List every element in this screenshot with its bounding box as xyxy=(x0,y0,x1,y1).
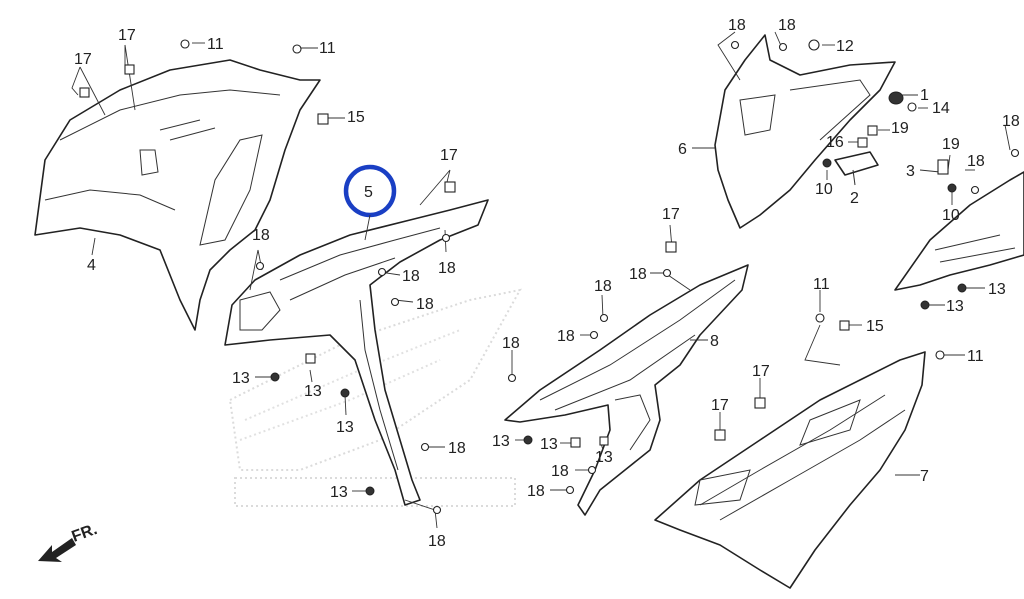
callout-labels: 17 17 11 11 15 4 5 17 18 18 18 18 13 13 … xyxy=(74,17,1020,550)
callout-18[interactable]: 18 xyxy=(778,17,796,34)
callout-10[interactable]: 10 xyxy=(942,207,960,224)
front-direction-arrow: FR. xyxy=(38,521,100,562)
callout-18[interactable]: 18 xyxy=(527,483,545,500)
callout-12[interactable]: 12 xyxy=(836,38,854,55)
part-6-upper-panel[interactable] xyxy=(714,34,896,229)
callout-18[interactable]: 18 xyxy=(428,533,446,550)
callout-11[interactable]: 11 xyxy=(319,40,336,57)
callout-8[interactable]: 8 xyxy=(710,333,719,350)
callout-13[interactable]: 13 xyxy=(946,298,964,315)
part-right-edge-panel[interactable] xyxy=(894,171,1024,291)
callout-13[interactable]: 13 xyxy=(540,436,558,453)
callout-17[interactable]: 17 xyxy=(74,51,92,68)
callout-17[interactable]: 17 xyxy=(752,363,770,380)
callout-1[interactable]: 1 xyxy=(920,87,929,104)
callout-15[interactable]: 15 xyxy=(347,109,365,126)
callout-18[interactable]: 18 xyxy=(448,440,466,457)
callout-18[interactable]: 18 xyxy=(1002,113,1020,130)
callout-13[interactable]: 13 xyxy=(336,419,354,436)
callout-13[interactable]: 13 xyxy=(330,484,348,501)
callout-18[interactable]: 18 xyxy=(416,296,434,313)
front-arrow-label: FR. xyxy=(70,521,100,546)
callout-11[interactable]: 11 xyxy=(813,276,830,293)
callout-11[interactable]: 11 xyxy=(207,36,224,53)
callout-3[interactable]: 3 xyxy=(906,163,915,180)
callout-18[interactable]: 18 xyxy=(402,268,420,285)
callout-18[interactable]: 18 xyxy=(557,328,575,345)
part-8-inner-fairing[interactable] xyxy=(504,264,749,516)
callout-10[interactable]: 10 xyxy=(815,181,833,198)
callout-19[interactable]: 19 xyxy=(942,136,960,153)
callout-11[interactable]: 11 xyxy=(967,348,984,365)
callout-18[interactable]: 18 xyxy=(728,17,746,34)
callout-6[interactable]: 6 xyxy=(678,141,687,158)
callout-18[interactable]: 18 xyxy=(502,335,520,352)
part-5-inner-panel[interactable] xyxy=(224,199,489,506)
callout-14[interactable]: 14 xyxy=(932,100,950,117)
callout-13[interactable]: 13 xyxy=(232,370,250,387)
callout-18[interactable]: 18 xyxy=(629,266,647,283)
callout-7[interactable]: 7 xyxy=(920,468,929,485)
callout-4[interactable]: 4 xyxy=(87,257,96,274)
callout-13[interactable]: 13 xyxy=(595,449,613,466)
callout-19[interactable]: 19 xyxy=(891,120,909,137)
callout-17[interactable]: 17 xyxy=(711,397,729,414)
callout-18[interactable]: 18 xyxy=(438,260,456,277)
callout-13[interactable]: 13 xyxy=(988,281,1006,298)
callout-16[interactable]: 16 xyxy=(826,134,844,151)
callout-2[interactable]: 2 xyxy=(850,190,859,207)
callout-5[interactable]: 5 xyxy=(364,184,373,201)
callout-13[interactable]: 13 xyxy=(304,383,322,400)
callout-17[interactable]: 17 xyxy=(118,27,136,44)
callout-18[interactable]: 18 xyxy=(252,227,270,244)
callout-18[interactable]: 18 xyxy=(594,278,612,295)
callout-17[interactable]: 17 xyxy=(662,206,680,223)
part-2-bracket[interactable] xyxy=(834,151,879,186)
part-1-grommet[interactable] xyxy=(888,91,904,105)
part-4-front-cowl[interactable] xyxy=(34,59,321,331)
callout-13[interactable]: 13 xyxy=(492,433,510,450)
callout-15[interactable]: 15 xyxy=(866,318,884,335)
part-7-side-cover[interactable] xyxy=(654,351,926,589)
callout-18[interactable]: 18 xyxy=(967,153,985,170)
callout-18[interactable]: 18 xyxy=(551,463,569,480)
fasteners xyxy=(79,39,1020,515)
callout-17[interactable]: 17 xyxy=(440,147,458,164)
